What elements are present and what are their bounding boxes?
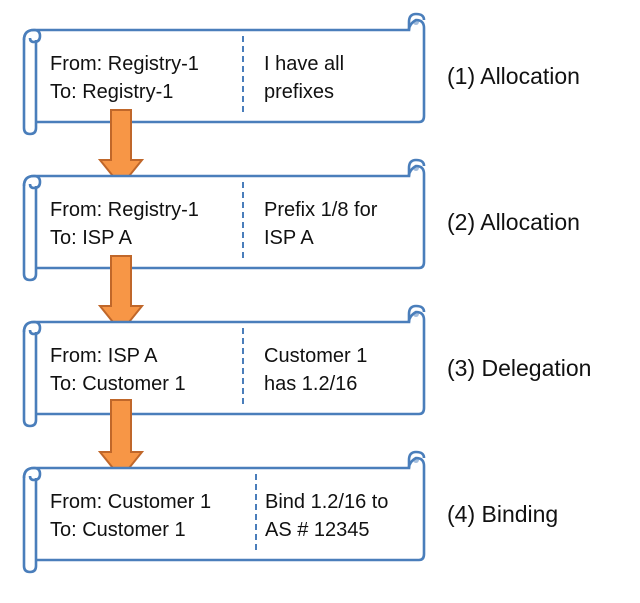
record-3: From: ISP A To: Customer 1 Customer 1 ha…	[22, 304, 591, 428]
record-1-desc-line2: prefixes	[264, 81, 334, 103]
record-2: From: Registry-1 To: ISP A Prefix 1/8 fo…	[22, 158, 580, 282]
record-1: From: Registry-1 To: Registry-1 I have a…	[22, 12, 580, 136]
scroll-shape-icon	[22, 450, 426, 574]
record-2-step-label: (2) Allocation	[447, 209, 580, 235]
record-1-step-label: (1) Allocation	[447, 63, 580, 89]
record-3-step-label: (3) Delegation	[447, 355, 591, 381]
record-1-from: From: Registry-1	[50, 53, 199, 75]
down-arrow-icon-3	[97, 399, 145, 480]
record-3-desc-line2: has 1.2/16	[264, 373, 357, 395]
record-4-to: To: Customer 1	[50, 519, 186, 541]
scroll-shape-icon	[22, 12, 426, 136]
record-4-from: From: Customer 1	[50, 491, 211, 513]
record-4-desc-line2: AS # 12345	[265, 519, 370, 541]
record-1-to: To: Registry-1	[50, 81, 173, 103]
record-3-from: From: ISP A	[50, 345, 158, 367]
record-4-desc-line1: Bind 1.2/16 to	[265, 491, 388, 513]
record-4: From: Customer 1 To: Customer 1 Bind 1.2…	[22, 450, 558, 574]
record-4-step-label: (4) Binding	[447, 501, 558, 527]
record-2-to: To: ISP A	[50, 227, 133, 249]
record-2-desc-line2: ISP A	[264, 227, 314, 249]
scroll-shape-icon	[22, 304, 426, 428]
down-arrow-icon-2	[97, 255, 145, 334]
record-1-desc-line1: I have all	[264, 53, 344, 75]
record-3-to: To: Customer 1	[50, 373, 186, 395]
record-2-from: From: Registry-1	[50, 199, 199, 221]
down-arrow-icon-1	[97, 109, 145, 188]
scroll-shape-icon	[22, 158, 426, 282]
record-2-desc-line1: Prefix 1/8 for	[264, 199, 378, 221]
record-3-desc-line1: Customer 1	[264, 345, 367, 367]
